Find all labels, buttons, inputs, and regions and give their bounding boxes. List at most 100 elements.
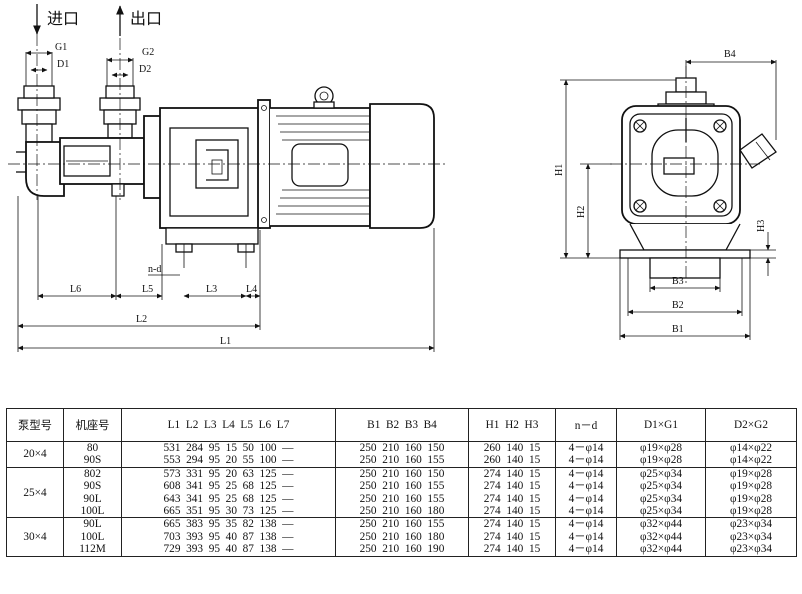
dim-l5: L5: [142, 284, 153, 295]
l-dims-value: 573 331 95 20 63 125 —: [163, 467, 294, 480]
d1g1-value: φ25×φ34: [639, 480, 682, 493]
pump-dimension-drawing: 进口 出口 G1 D1 G2 D2: [8, 4, 777, 352]
dim-h2: H2: [576, 206, 587, 218]
dim-b3: B3: [672, 276, 684, 287]
frame-value: 100L: [80, 530, 105, 543]
end-view: B4 H1 H2: [554, 49, 777, 340]
b-dims-value: 250 210 160 155: [359, 480, 445, 493]
h-dims-value: 274 140 15: [483, 467, 541, 480]
header-pump-model: 泵型号: [6, 408, 64, 442]
b-dims-value: 250 210 160 155: [359, 454, 445, 467]
table-header-row: 泵型号 机座号 L1 L2 L3 L4 L5 L6 L7 B1 B2 B3 B4…: [6, 408, 797, 442]
d1g1-value: φ32×φ44: [639, 530, 682, 543]
dim-d2: D2: [139, 64, 151, 75]
dim-b4: B4: [724, 49, 736, 60]
l-dims-cell: 531 284 95 15 50 100 —553 294 95 20 55 1…: [121, 441, 336, 468]
dim-l3: L3: [206, 284, 217, 295]
frame-value: 100L: [80, 505, 105, 518]
dim-l6: L6: [70, 284, 81, 295]
l-dims-value: 665 383 95 35 82 138 —: [163, 518, 294, 531]
l-dims-value: 608 341 95 25 68 125 —: [163, 480, 294, 493]
header-d2g2: D2×G2: [705, 408, 797, 442]
h-dims-value: 274 140 15: [483, 492, 541, 505]
header-frame: 机座号: [63, 408, 122, 442]
dim-h3: H3: [756, 220, 767, 232]
dim-g1: G1: [55, 42, 67, 53]
n-d-value: 4－φ14: [568, 505, 604, 518]
frame-value: 112M: [79, 543, 106, 556]
header-h-dims: H1 H2 H3: [468, 408, 556, 442]
header-l-dims: L1 L2 L3 L4 L5 L6 L7: [121, 408, 336, 442]
b-dims-value: 250 210 160 155: [359, 518, 445, 531]
h-dims-value: 274 140 15: [483, 480, 541, 493]
n-d-value: 4－φ14: [568, 543, 604, 556]
pump-model-cell: 20×4: [6, 441, 64, 468]
d2g2-value: φ19×φ28: [729, 467, 772, 480]
b-dims-value: 250 210 160 155: [359, 492, 445, 505]
h-dims-value: 274 140 15: [483, 505, 541, 518]
dim-b1: B1: [672, 324, 684, 335]
header-n-d: n－d: [555, 408, 617, 442]
d2g2-value: φ23×φ34: [729, 518, 772, 531]
dim-h1: H1: [554, 164, 565, 176]
n-d-value: 4－φ14: [568, 492, 604, 505]
dim-n-d: n-d: [148, 264, 161, 275]
d1g1-value: φ32×φ44: [639, 518, 682, 531]
h-dims-value: 260 140 15: [483, 442, 541, 454]
d2g2-value: φ19×φ28: [729, 492, 772, 505]
header-b-dims: B1 B2 B3 B4: [335, 408, 469, 442]
b-dims-value: 250 210 160 150: [359, 467, 445, 480]
l-dims-cell: 573 331 95 20 63 125 —608 341 95 25 68 1…: [121, 466, 336, 519]
d1g1-value: φ25×φ34: [639, 492, 682, 505]
d2g2-value: φ23×φ34: [729, 530, 772, 543]
l-dims-value: 665 351 95 30 73 125 —: [163, 505, 294, 518]
b-dims-value: 250 210 160 150: [359, 442, 445, 454]
inlet-label: 进口: [47, 10, 79, 28]
l-dims-value: 531 284 95 15 50 100 —: [163, 442, 294, 454]
d1g1-value: φ19×φ28: [639, 442, 682, 454]
side-view: 进口 出口 G1 D1 G2 D2: [8, 4, 448, 352]
h-dims-value: 260 140 15: [483, 454, 541, 467]
frame-value: 90L: [83, 518, 102, 531]
d1g1-value: φ25×φ34: [639, 467, 682, 480]
frame-value: 90S: [83, 454, 102, 467]
d1g1-value: φ19×φ28: [639, 454, 682, 467]
dim-b2: B2: [672, 300, 684, 311]
header-d1g1: D1×G1: [616, 408, 706, 442]
d2g2-value: φ19×φ28: [729, 480, 772, 493]
frame-value: 802: [84, 467, 101, 480]
n-d-value: 4－φ14: [568, 442, 604, 454]
d2g2-value: φ14×φ22: [729, 454, 772, 467]
frame-value: 90S: [83, 480, 102, 493]
n-d-value: 4－φ14: [568, 518, 604, 531]
outlet-label: 出口: [130, 10, 162, 28]
pump-model-cell: 30×4: [6, 517, 64, 557]
dim-l1: L1: [220, 336, 231, 347]
n-d-value: 4－φ14: [568, 454, 604, 467]
spec-table: 泵型号 机座号 L1 L2 L3 L4 L5 L6 L7 B1 B2 B3 B4…: [6, 408, 797, 557]
n-d-value: 4－φ14: [568, 530, 604, 543]
n-d-value: 4－φ14: [568, 467, 604, 480]
d2g2-value: φ14×φ22: [729, 442, 772, 454]
h-dims-value: 274 140 15: [483, 518, 541, 531]
frame-value: 90L: [83, 492, 102, 505]
d1g1-value: φ32×φ44: [639, 543, 682, 556]
